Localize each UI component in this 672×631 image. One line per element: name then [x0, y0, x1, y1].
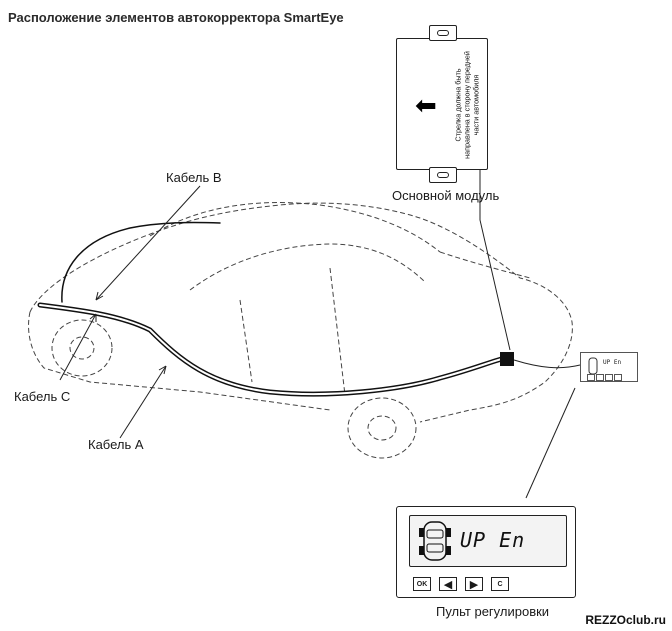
- label-cable-c: Кабель C: [14, 389, 71, 404]
- mounting-tab-bottom: [429, 167, 457, 183]
- mini-panel-wire: [513, 359, 581, 369]
- label-control-panel: Пульт регулировки: [436, 604, 550, 619]
- mini-button: [587, 374, 595, 381]
- cable-b-line: [61, 221, 221, 303]
- rear-wheel-hub: [367, 415, 397, 441]
- front-wheel: [51, 319, 113, 377]
- car-door-line: [239, 299, 253, 383]
- diagram-title: Расположение элементов автокорректора Sm…: [8, 10, 344, 25]
- car-top-icon-small: [588, 357, 598, 375]
- lcd-screen: UP En: [409, 515, 567, 567]
- mini-button: [614, 374, 622, 381]
- label-cable-a: Кабель A: [88, 437, 144, 452]
- lcd-text: UP En: [460, 528, 526, 552]
- car-lower-body: [28, 311, 331, 411]
- right-arrow-button[interactable]: ▶: [465, 577, 483, 591]
- watermark: REZZOclub.ru: [583, 613, 668, 627]
- leader-cable-a: [119, 365, 167, 439]
- cable-harness: [37, 302, 508, 397]
- leader-cable-c: [59, 313, 97, 381]
- front-wheel-hub: [69, 336, 95, 360]
- mounting-tab-top: [429, 25, 457, 41]
- leader-module: [479, 168, 511, 351]
- car-top-view-icon: [419, 521, 451, 561]
- rear-wheel: [347, 397, 417, 459]
- car-body-outline: [29, 202, 573, 423]
- ok-button[interactable]: OK: [413, 577, 431, 591]
- left-arrow-icon: ⬅: [415, 90, 437, 120]
- mini-button: [605, 374, 613, 381]
- left-arrow-button[interactable]: ◀: [439, 577, 457, 591]
- car-trunk: [439, 251, 531, 279]
- car-window: [189, 243, 426, 291]
- car-roof: [149, 202, 441, 253]
- leader-cable-b: [95, 185, 201, 301]
- mini-control-panel: UP En: [580, 352, 638, 382]
- control-panel: UP En OK ◀ ▶ C: [396, 506, 576, 598]
- module-on-car: [500, 352, 514, 366]
- c-button[interactable]: C: [491, 577, 509, 591]
- leader-panel: [525, 387, 576, 499]
- main-module: ⬅ Стрелка должна быть направлена в сторо…: [396, 25, 488, 183]
- label-main-module: Основной модуль: [392, 188, 500, 203]
- label-cable-b: Кабель B: [166, 170, 222, 185]
- mini-lcd-text: UP En: [603, 359, 622, 366]
- mini-button: [596, 374, 604, 381]
- car-door-line-2: [329, 267, 346, 396]
- orientation-note: Стрелка должна быть направлена в сторону…: [453, 51, 481, 159]
